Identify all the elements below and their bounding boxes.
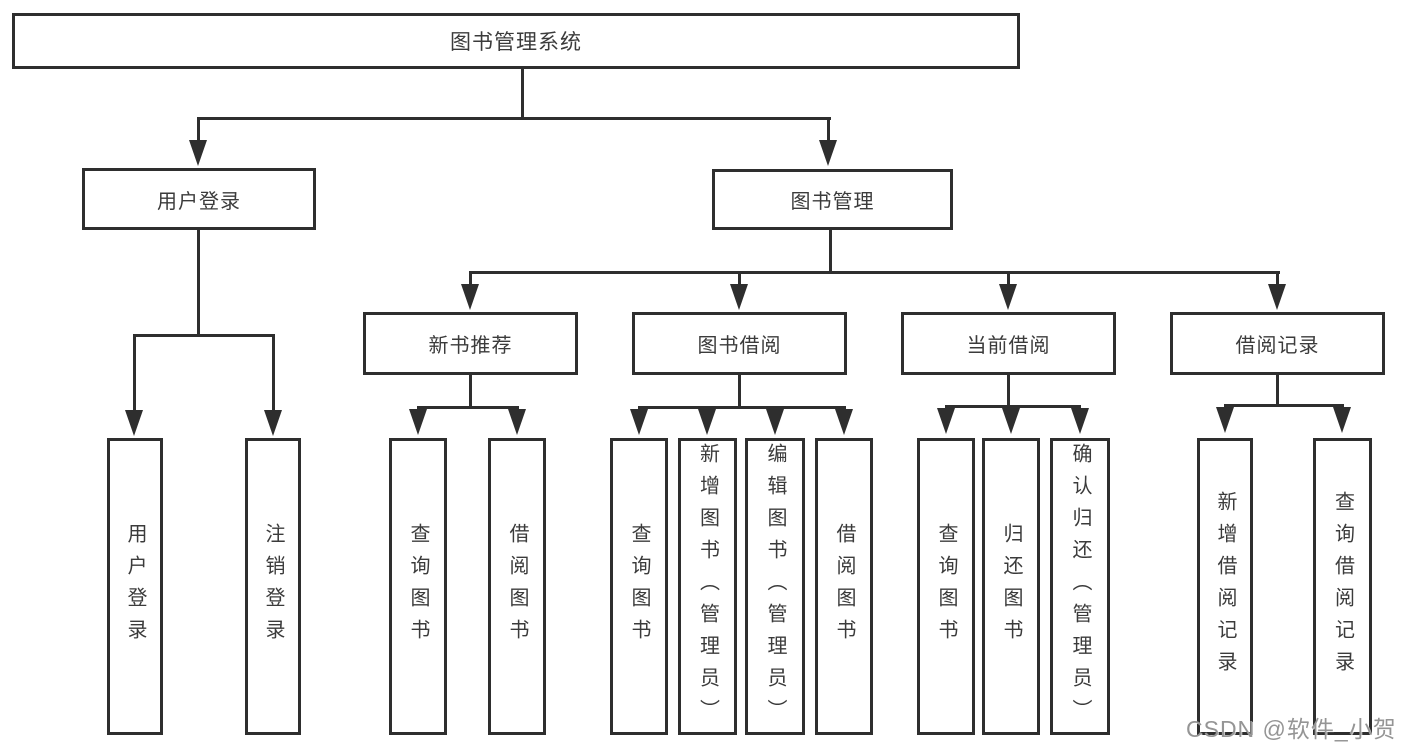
leaf-user-login: 用户登录 [107,438,163,735]
leaf-logout: 注销登录 [245,438,301,735]
connector-line [738,375,741,408]
connector-line [469,271,472,287]
leaf-query-borrow-record: 查询借阅记录 [1313,438,1372,735]
arrow-down [698,409,716,435]
arrow-down [1333,407,1351,433]
connector-line [1007,271,1010,287]
leaf-add-book-admin: 新增图书（管理员） [678,438,737,735]
connector-line [738,271,741,287]
node-new-book-recommend: 新书推荐 [363,312,578,375]
arrow-down [508,409,526,435]
connector-line [197,230,200,337]
arrow-down [1002,408,1020,434]
arrow-down [461,284,479,310]
leaf-query-books-recommend: 查询图书 [389,438,447,735]
leaf-query-books-borrow: 查询图书 [610,438,668,735]
arrow-down [766,409,784,435]
leaf-borrow-books: 借阅图书 [815,438,873,735]
connector-line [1276,375,1279,406]
connector-line [197,117,831,120]
connector-line [829,230,832,274]
leaf-add-borrow-record: 新增借阅记录 [1197,438,1253,735]
connector-line [827,117,830,142]
arrow-down [1268,284,1286,310]
connector-line [272,334,275,412]
node-user-login: 用户登录 [82,168,316,230]
node-borrowing-records: 借阅记录 [1170,312,1385,375]
leaf-edit-book-admin: 编辑图书（管理员） [745,438,805,735]
connector-line [133,334,136,412]
connector-line [1276,271,1279,287]
connector-line [197,117,200,142]
arrow-down [264,410,282,436]
connector-line [1224,404,1344,407]
connector-line [469,271,1280,274]
leaf-query-books-current: 查询图书 [917,438,975,735]
connector-line [945,405,1081,408]
arrow-down [1071,408,1089,434]
connector-line [521,68,524,118]
node-library-system: 图书管理系统 [12,13,1020,69]
connector-line [417,406,519,409]
node-book-management: 图书管理 [712,169,953,230]
node-book-borrowing: 图书借阅 [632,312,847,375]
arrow-down [125,410,143,436]
csdn-watermark: CSDN @软件_小贺同学 [1186,716,1397,742]
leaf-borrow-books-recommend: 借阅图书 [488,438,546,735]
arrow-down [630,409,648,435]
node-current-borrowing: 当前借阅 [901,312,1116,375]
leaf-confirm-return-admin: 确认归还（管理员） [1050,438,1110,735]
arrow-down [819,140,837,166]
arrow-down [730,284,748,310]
arrow-down [835,409,853,435]
arrow-down [999,284,1017,310]
connector-line [1007,375,1010,407]
leaf-return-books: 归还图书 [982,438,1040,735]
connector-line [469,375,472,408]
arrow-down [189,140,207,166]
arrow-down [409,409,427,435]
arrow-down [937,408,955,434]
connector-line [133,334,275,337]
arrow-down [1216,407,1234,433]
connector-line [638,406,846,409]
